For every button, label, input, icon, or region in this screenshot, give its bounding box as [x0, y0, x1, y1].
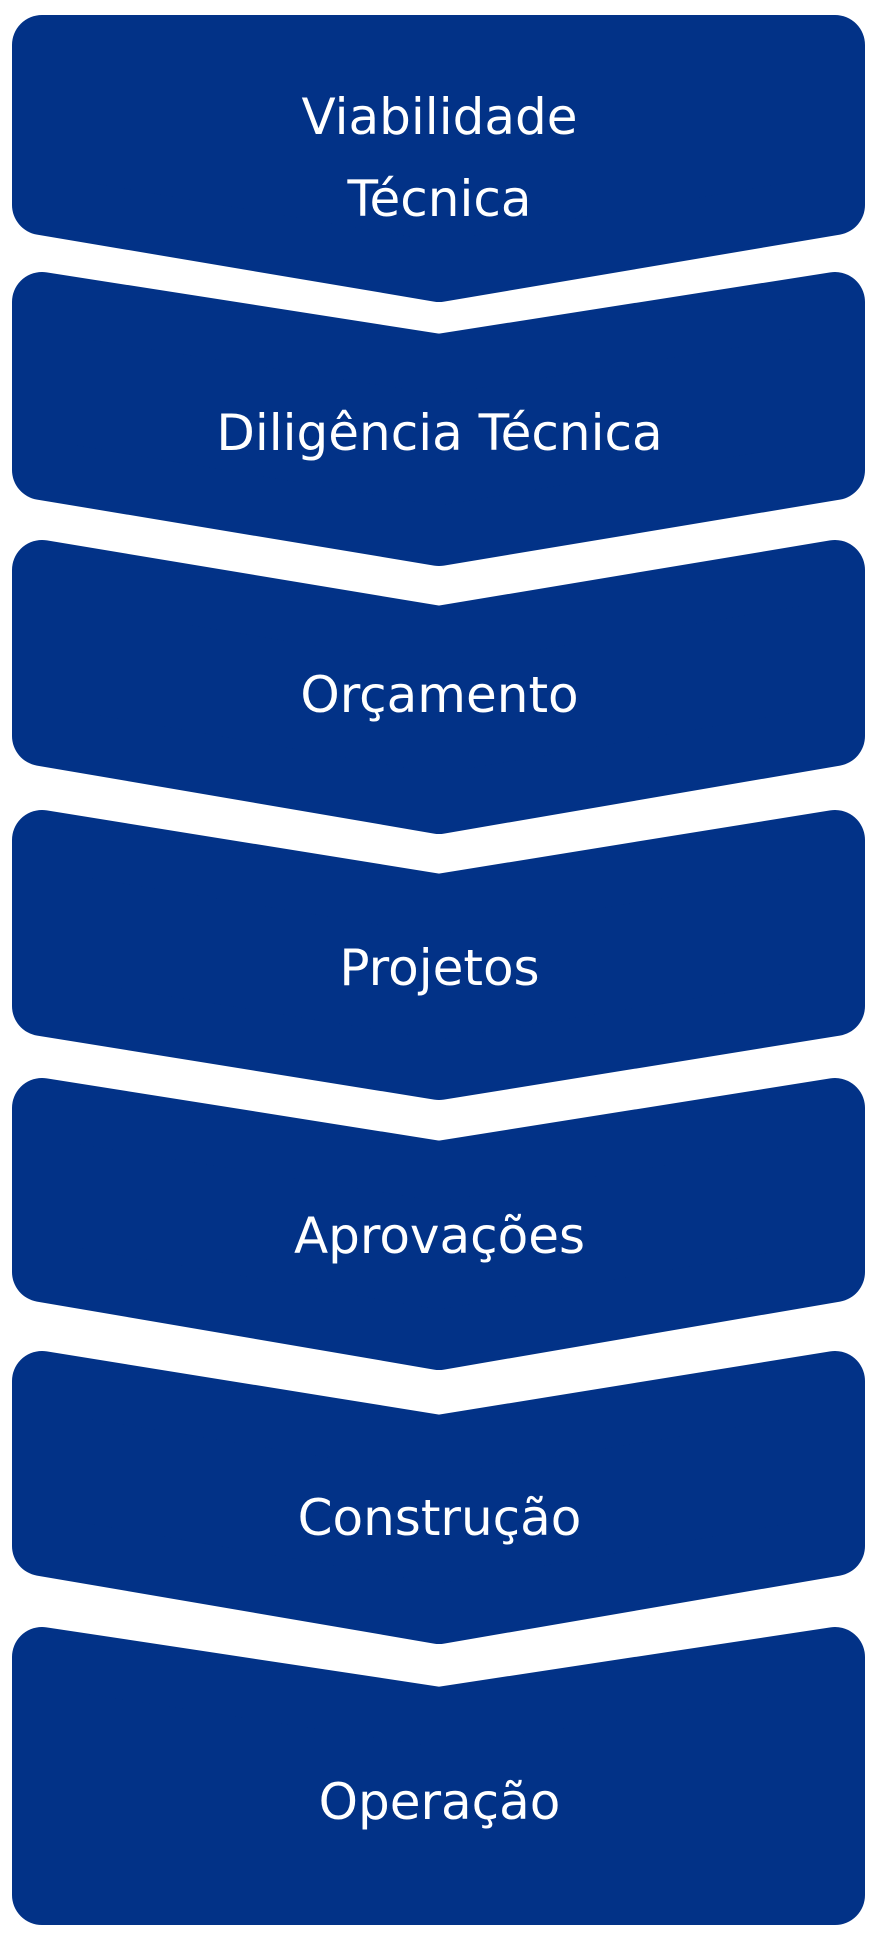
step-label-projetos: Projetos	[339, 939, 540, 997]
step-label-construcao: Construção	[297, 1489, 582, 1547]
step-chevron-viabilidade-tecnica	[12, 15, 865, 302]
step-label-viabilidade-tecnica: Viabilidade Técnica	[301, 88, 578, 228]
step-chevron-aprovacoes	[12, 1078, 865, 1370]
step-chevron-diligencia-tecnica	[12, 272, 865, 566]
step-chevron-projetos	[12, 810, 865, 1100]
step-chevron-construcao	[12, 1351, 865, 1644]
step-chevron-orcamento	[12, 540, 865, 834]
step-label-orcamento: Orçamento	[300, 666, 579, 724]
step-chevron-operacao	[12, 1627, 865, 1925]
step-label-operacao: Operação	[318, 1773, 561, 1831]
step-label-diligencia-tecnica: Diligência Técnica	[216, 404, 663, 462]
step-label-aprovacoes: Aprovações	[293, 1207, 586, 1265]
